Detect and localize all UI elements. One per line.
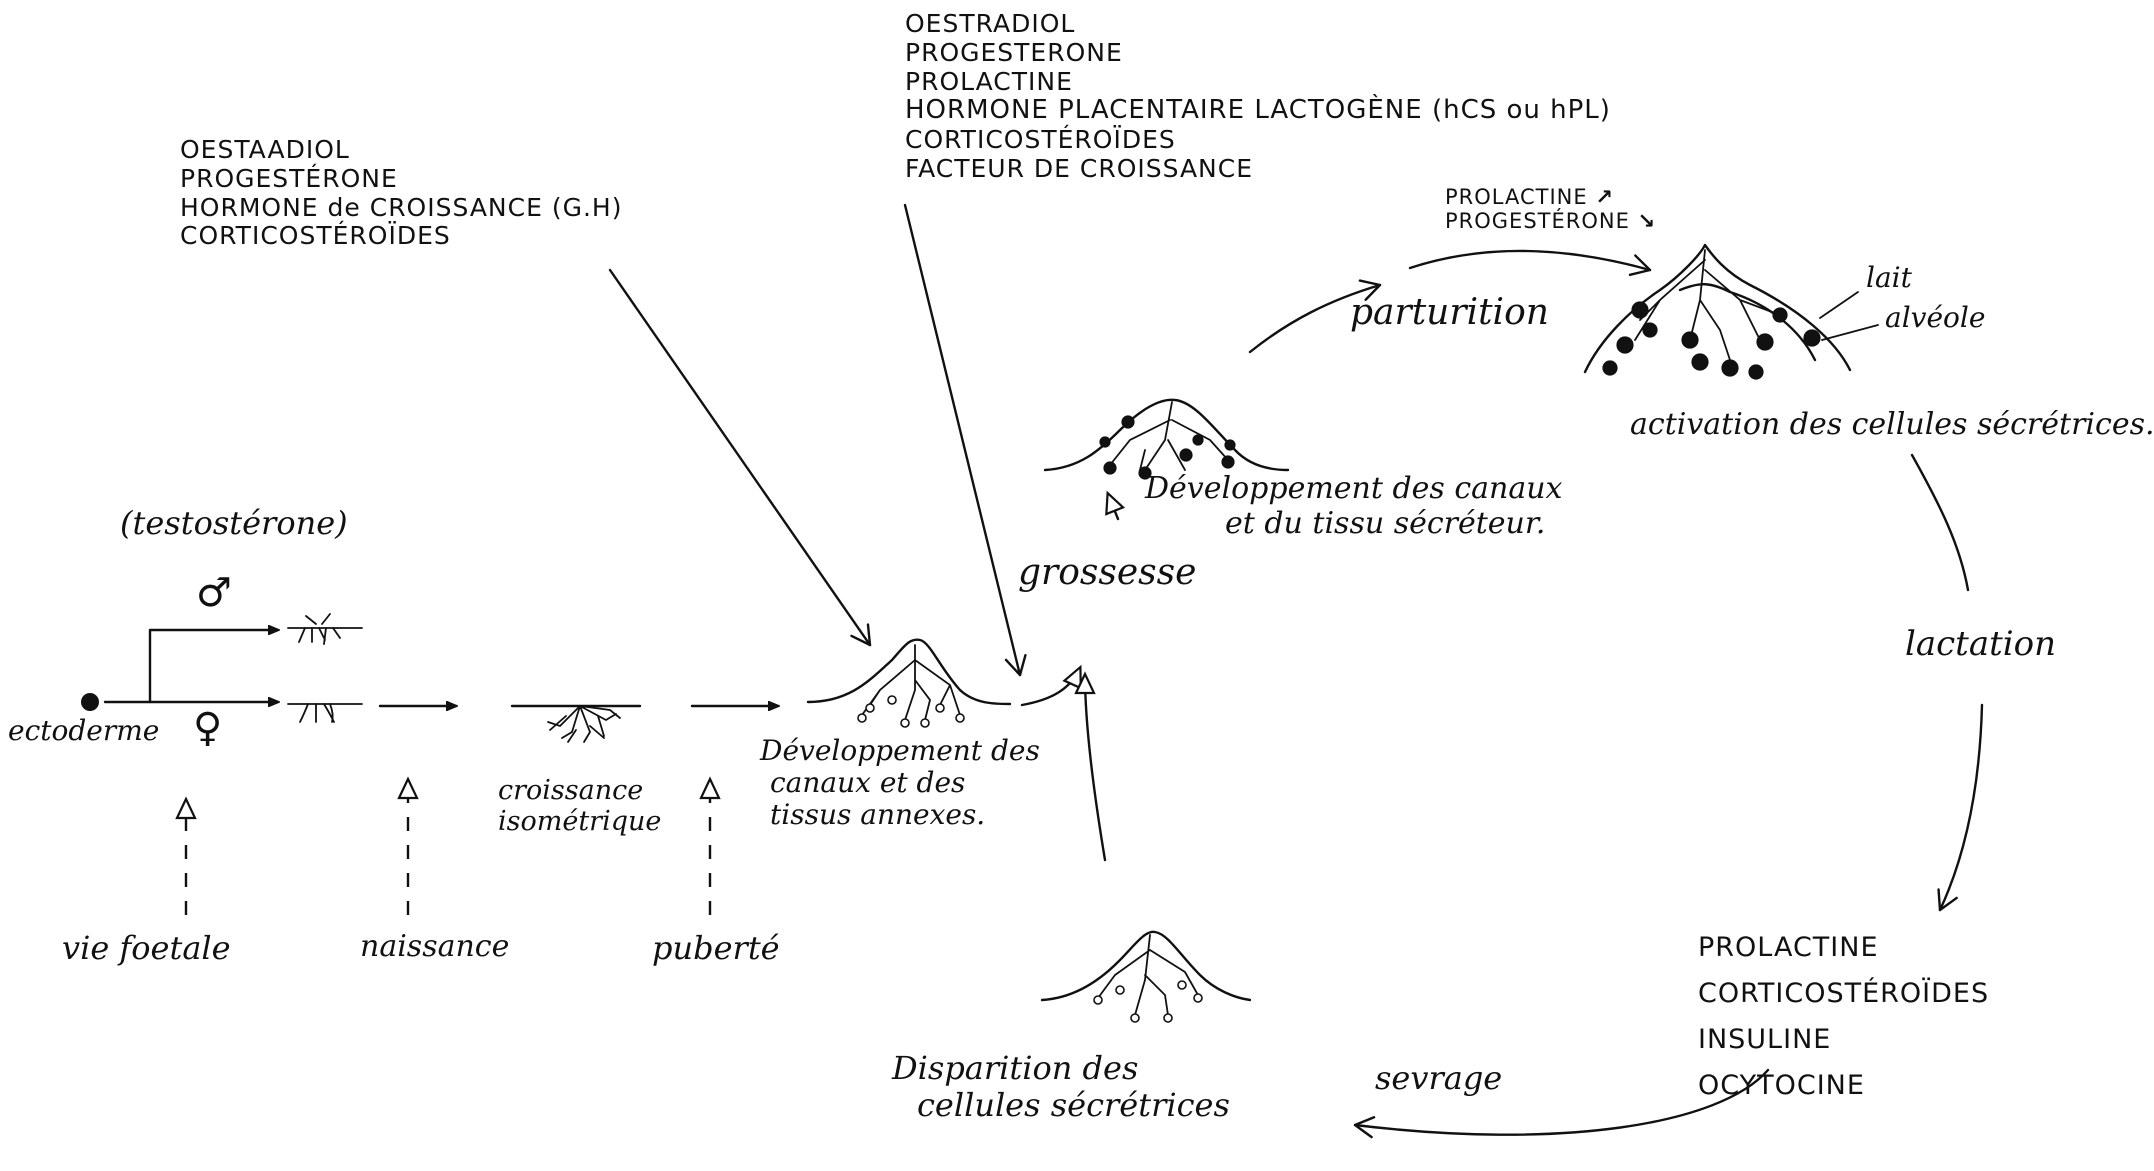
arrow-parturition	[1248, 279, 1382, 354]
dev-canaux-line-2: canaux et des	[770, 766, 966, 800]
arrow-puberty-hormones	[608, 268, 872, 647]
label-sevrage: sevrage	[1375, 1059, 1503, 1097]
disparition-line-1: Disparition des	[892, 1049, 1139, 1087]
pregnancy-hormone-2: PROGESTERONE	[905, 37, 1123, 67]
parturition-prolactine: PROLACTINE	[1445, 185, 1588, 209]
croissance-line-1: croissance	[498, 775, 644, 806]
parturition-progesterone: PROGESTÉRONE	[1445, 209, 1630, 234]
arrow-grossesse-start	[1020, 664, 1082, 707]
lactating-gland-icon	[1583, 243, 1852, 380]
arrow-male-branch	[148, 630, 278, 704]
arrow-to-pregnancy-gland	[1105, 490, 1126, 521]
dev-secreteur-line-2: et du tissu sécréteur.	[1225, 505, 1546, 541]
lactation-hormone-3: INSULINE	[1698, 1023, 1832, 1055]
label-lactation: lactation	[1905, 624, 2057, 664]
label-grossesse: grossesse	[1018, 552, 1197, 593]
female-symbol-icon: ♀	[193, 705, 223, 751]
arrow-lactation	[1937, 703, 1984, 912]
label-naissance: naissance	[360, 929, 510, 964]
puberty-gland-icon	[806, 638, 1012, 728]
dev-canaux-line-3: tissus annexes.	[770, 798, 986, 832]
puberty-hormones: OESTAADIOL PROGESTÉRONE HORMONE de CROIS…	[180, 135, 623, 251]
label-testosterone: (testostérone)	[120, 504, 348, 542]
label-activation: activation des cellules sécrétrices.	[1630, 407, 2154, 442]
pregnancy-hormone-1: OESTRADIOL	[905, 9, 1076, 38]
label-vie-foetale: vie foetale	[62, 929, 231, 967]
label-puberte: puberté	[652, 929, 780, 967]
male-rudiment-icon	[287, 613, 363, 645]
pregnancy-hormones: OESTRADIOL PROGESTERONE PROLACTINE HORMO…	[905, 9, 1611, 184]
male-symbol-icon: ♂	[196, 570, 232, 616]
lactation-hormone-1: PROLACTINE	[1698, 932, 1879, 963]
lait-pointer	[1819, 291, 1859, 319]
pregnancy-hormone-6: FACTEUR DE CROISSANCE	[905, 153, 1254, 183]
lactation-hormone-2: CORTICOSTÉROÏDES	[1698, 977, 1990, 1009]
increase-arrow-icon: ↗	[1595, 185, 1614, 209]
involution-gland-icon	[1040, 930, 1252, 1023]
disparition-line-2: cellules sécrétrices	[917, 1085, 1230, 1124]
label-dev-canaux: Développement des canaux et des tissus a…	[760, 734, 1040, 832]
alveole-pointer	[1821, 324, 1879, 341]
arrow-sevrage	[1353, 1068, 1770, 1139]
ectoderme-dot	[81, 693, 99, 711]
lactation-hormones: PROLACTINE CORTICOSTÉROÏDES INSULINE OCY…	[1698, 925, 1989, 1109]
label-croissance: croissance isométrique	[498, 775, 661, 837]
label-ectoderme: ectoderme	[8, 714, 160, 747]
dev-canaux-line-1: Développement des	[760, 734, 1040, 767]
label-parturition: parturition	[1350, 292, 1549, 333]
pregnancy-gland-icon	[1043, 398, 1290, 480]
lactation-curve-upper	[1910, 453, 1970, 592]
pregnancy-hormone-5: CORTICOSTÉROÏDES	[905, 125, 1176, 155]
puberty-hormone-1: OESTAADIOL	[180, 135, 350, 164]
arrow-to-lactating-gland	[1408, 249, 1652, 277]
label-disparition: Disparition des cellules sécrétrices	[892, 1050, 1230, 1124]
female-rudiment-icon	[287, 703, 363, 723]
label-alveole: alvéole	[1885, 301, 1986, 334]
dev-secreteur-line-1: Développement des canaux	[1145, 471, 1563, 506]
pregnancy-hormone-4: HORMONE PLACENTAIRE LACTOGÈNE (hCS ou hP…	[905, 95, 1611, 126]
puberty-hormone-2: PROGESTÉRONE	[180, 163, 398, 193]
arrow-return-to-pregnancy	[1074, 671, 1107, 862]
parturition-hormones: PROLACTINE ↗ PROGESTÉRONE ↘	[1445, 185, 1656, 233]
lactation-hormone-4: OCYTOCINE	[1698, 1069, 1865, 1101]
croissance-gland-icon	[510, 704, 642, 743]
label-dev-secreteur: Développement des canaux et du tissu séc…	[1145, 471, 1563, 541]
pregnancy-hormone-3: PROLACTINE	[905, 66, 1073, 96]
puberty-hormone-4: CORTICOSTÉROÏDES	[180, 221, 451, 251]
croissance-line-2: isométrique	[498, 806, 662, 838]
puberty-hormone-3: HORMONE de CROISSANCE (G.H)	[180, 192, 623, 222]
decrease-arrow-icon: ↘	[1637, 209, 1657, 234]
arrow-pregnancy-hormones	[903, 203, 1027, 677]
label-lait: lait	[1866, 261, 1912, 294]
